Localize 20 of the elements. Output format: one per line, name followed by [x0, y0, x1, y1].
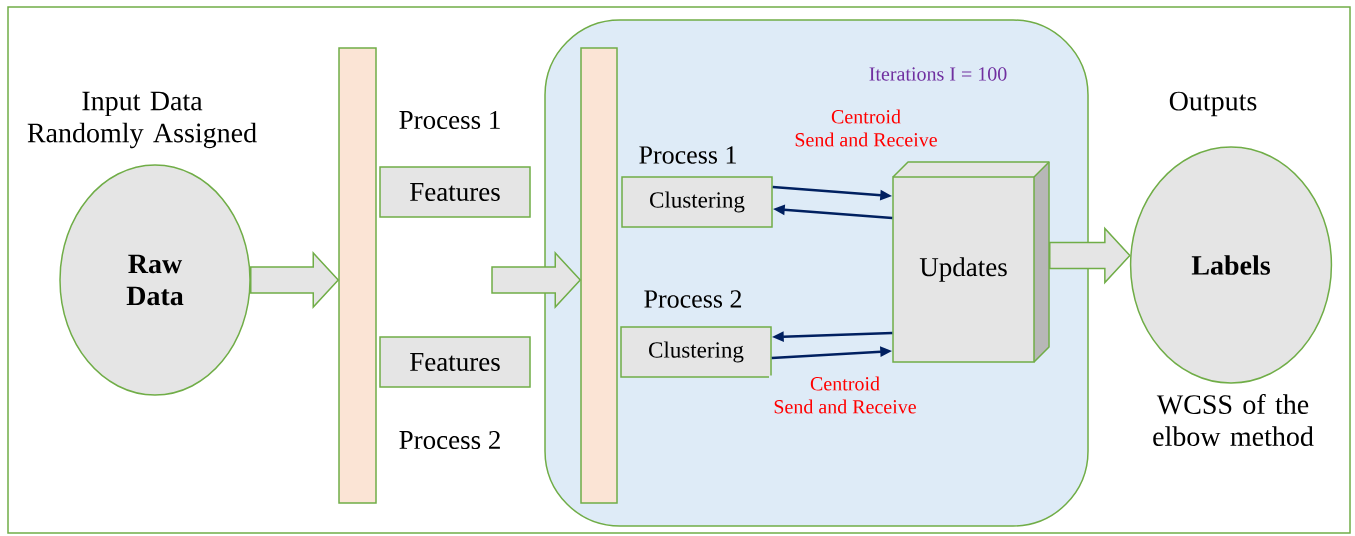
update-cube: Updates	[892, 161, 1050, 363]
heading-text: Process 2	[644, 290, 742, 308]
clustering-box: Clustering	[621, 176, 773, 228]
block-arrow	[491, 251, 582, 309]
iteration-label: Iterations I = 100	[869, 67, 1007, 81]
heading-text: Process 1	[639, 146, 736, 164]
edge-label: Centroid Send and Receive	[769, 375, 921, 415]
clustering-box: Clustering	[620, 326, 772, 378]
block-arrow	[250, 251, 340, 309]
edge-label: Centroid Send and Receive	[790, 108, 942, 148]
bar	[338, 47, 377, 504]
heading-text: Outputs	[1169, 91, 1257, 117]
process-label: Process 2	[399, 430, 500, 450]
bar	[580, 47, 618, 504]
process-label: Process 1	[399, 110, 500, 130]
heading-text: WCSS of the elbow method	[1153, 394, 1314, 446]
heading-text: Input Data Randomly Assigned	[27, 91, 257, 149]
feature-box: Features	[379, 336, 531, 388]
block-arrow	[1049, 226, 1131, 285]
feature-box: Features	[379, 166, 531, 218]
